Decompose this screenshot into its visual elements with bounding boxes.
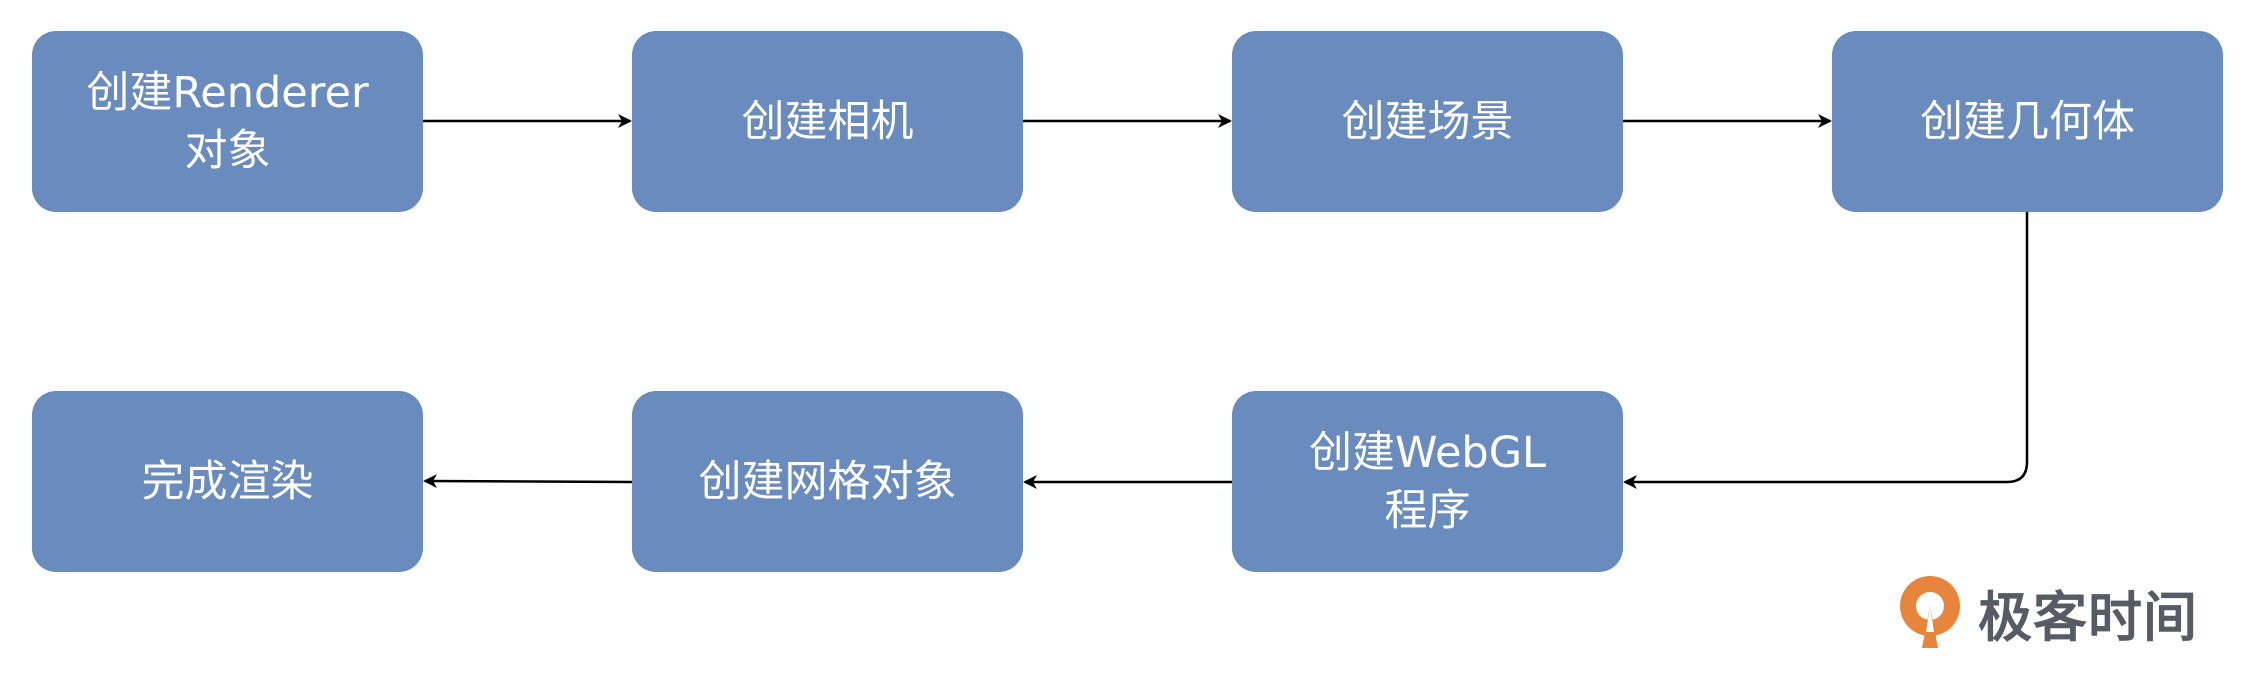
node-finish-render: 完成渲染 — [32, 391, 423, 572]
node-label: 创建WebGL 程序 — [1308, 427, 1547, 536]
node-label: 创建Renderer 对象 — [86, 67, 369, 176]
watermark-logo: 极客时间 — [1894, 572, 2198, 652]
node-create-geometry: 创建几何体 — [1832, 31, 2223, 212]
geektime-logo-icon — [1900, 576, 1960, 648]
node-label: 创建网格对象 — [698, 456, 957, 507]
node-create-scene: 创建场景 — [1232, 31, 1623, 212]
node-create-renderer: 创建Renderer 对象 — [32, 31, 423, 212]
node-create-mesh: 创建网格对象 — [632, 391, 1023, 572]
node-label: 创建几何体 — [1920, 96, 2135, 147]
node-label: 创建相机 — [741, 96, 914, 147]
watermark-text: 极客时间 — [1978, 585, 2198, 649]
node-create-webgl-program: 创建WebGL 程序 — [1232, 391, 1623, 572]
edge-geometry-to-webgl-program — [1623, 212, 2029, 489]
node-label: 创建场景 — [1341, 96, 1514, 147]
node-create-camera: 创建相机 — [632, 31, 1023, 212]
node-label: 完成渲染 — [141, 456, 314, 507]
edge-mesh-to-render — [423, 474, 633, 489]
